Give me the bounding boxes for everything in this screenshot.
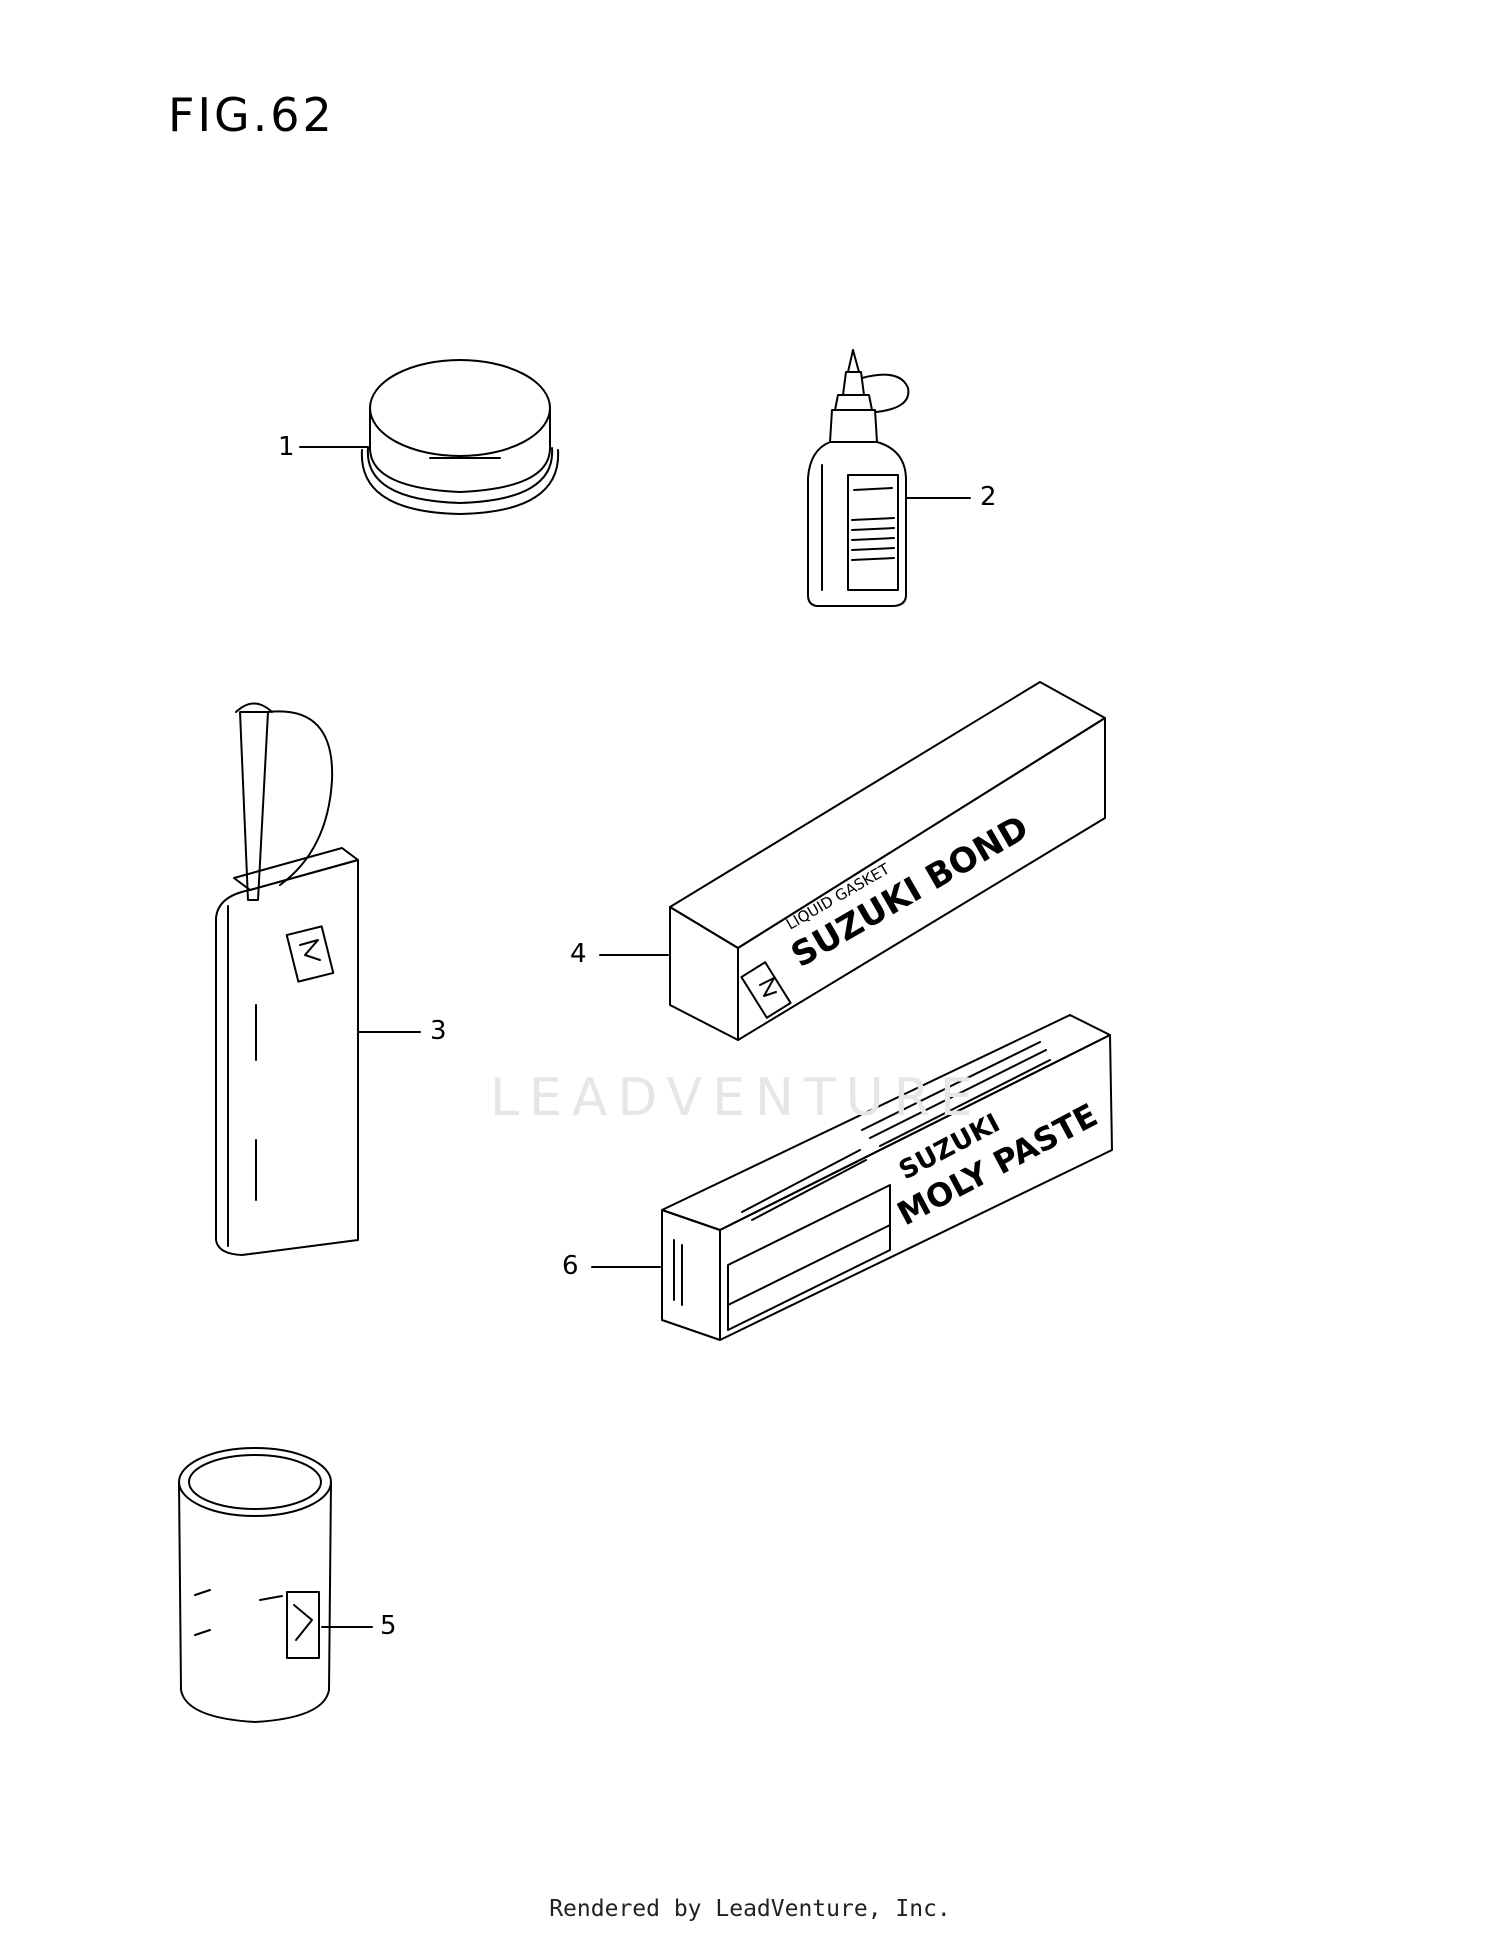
part-5-can (178, 1447, 332, 1723)
callout-4: 4 (570, 939, 587, 969)
part-2-squeeze-bottle (807, 349, 910, 607)
part-6-moly-paste-box (661, 1014, 1113, 1341)
callout-6: 6 (562, 1251, 579, 1281)
part-4-liquid-gasket-box (669, 681, 1106, 1041)
footer-credit: Rendered by LeadVenture, Inc. (549, 1896, 951, 1922)
part-3-oil-can (215, 702, 359, 1256)
callout-1: 1 (278, 432, 295, 462)
box-4-suzuki-bond-label: SUZUKI BOND (785, 808, 1036, 976)
callout-3: 3 (430, 1016, 447, 1046)
callout-2: 2 (980, 482, 997, 512)
watermark: LEADVENTURE (490, 1068, 983, 1128)
figure-title: FIG.62 (168, 88, 335, 142)
callout-5: 5 (380, 1611, 397, 1641)
part-1-grease-container (360, 359, 560, 515)
